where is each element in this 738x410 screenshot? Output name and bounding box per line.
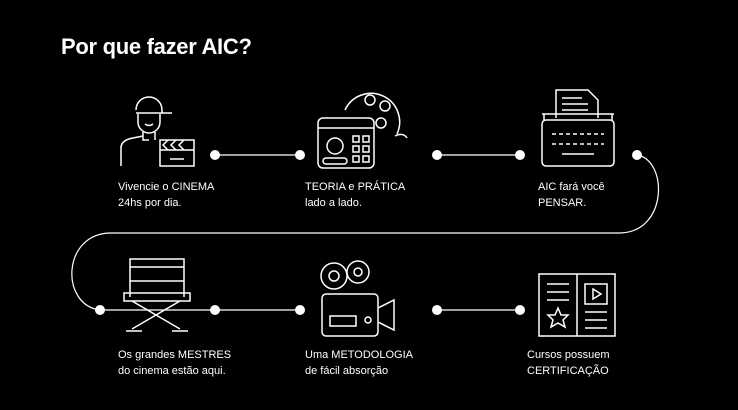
item-line1: TEORIA e PRÁTICA — [305, 181, 406, 193]
item-line1: Cursos possuem — [527, 349, 610, 361]
item-line1: Uma METODOLOGIA — [305, 349, 413, 361]
item-metodologia: Uma METODOLOGIA de fácil absorção — [305, 347, 413, 379]
item-line2: 24hs por dia. — [118, 197, 182, 209]
film-camera-icon — [318, 258, 403, 338]
item-mestres: Os grandes MESTRES do cinema estão aqui. — [118, 347, 231, 379]
item-line1: Vivencie o CINEMA — [118, 181, 215, 193]
item-line2: PENSAR. — [538, 197, 587, 209]
typewriter-icon — [538, 88, 618, 168]
item-teoria: TEORIA e PRÁTICA lado a lado. — [305, 179, 405, 211]
item-line2: CERTIFICAÇÃO — [527, 365, 609, 377]
director-chair-icon — [118, 255, 198, 335]
item-vivencie: Vivencie o CINEMA 24hs por dia. — [118, 179, 214, 211]
certificate-icon — [537, 270, 617, 340]
item-certificacao: Cursos possuem CERTIFICAÇÃO — [527, 347, 610, 379]
item-line1: Os grandes MESTRES — [118, 349, 232, 361]
item-line1: AIC fará você — [538, 181, 605, 193]
item-pensar: AIC fará você PENSAR. — [538, 179, 605, 211]
director-clapperboard-icon — [118, 88, 198, 168]
item-line2: do cinema estão aqui. — [118, 365, 226, 377]
item-line2: lado a lado. — [305, 197, 362, 209]
item-line2: de fácil absorção — [305, 365, 389, 377]
page-title: Por que fazer AIC? — [61, 34, 252, 59]
film-reel-editor-icon — [315, 88, 410, 173]
